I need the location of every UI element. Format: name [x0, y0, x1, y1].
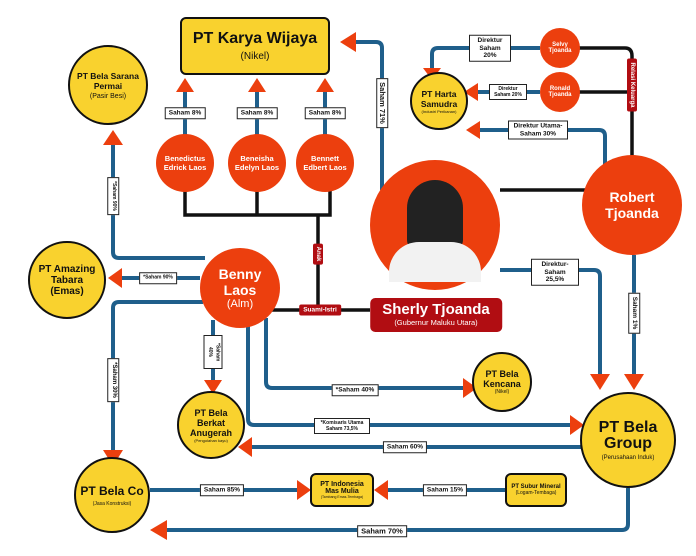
person-name: Bennett Edbert Laos: [303, 154, 347, 172]
edge-label: Saham 85%: [199, 484, 245, 496]
person-name: Selvy Tjoanda: [548, 42, 572, 54]
sherly-title: (Gubernur Maluku Utara): [394, 318, 478, 327]
edge-label: Saham 8%: [236, 107, 278, 119]
person-name: Beneisha Edelyn Laos: [234, 154, 280, 172]
person-robert: Robert Tjoanda: [582, 155, 682, 255]
relation-family-label: Relasi Keluarga: [627, 58, 637, 112]
arrow-head: [103, 130, 123, 145]
company-bela-berkat-anugerah: PT Bela Berkat Anugerah (Pengolahan kayu…: [177, 391, 245, 459]
person-benedictus: Benedictus Edrick Laos: [156, 134, 214, 192]
edge-label: *Saham 40%: [331, 384, 379, 396]
company-sector: (Pengolahan kayu): [194, 437, 228, 443]
edge-label: Saham 60%: [382, 441, 428, 453]
sherly-name: Sherly Tjoanda: [382, 301, 490, 318]
portrait-head-icon: [407, 180, 463, 250]
edge-label: Direktur- Saham 25,5%: [531, 258, 579, 286]
arrow-head: [176, 78, 194, 92]
person-note: (Alm): [226, 298, 254, 310]
edge-label: Saham 15%: [422, 484, 468, 496]
edge-label: Saham 1%: [628, 292, 640, 334]
arrow-head: [108, 268, 122, 288]
arrow-head: [374, 480, 388, 500]
arrow-head: [238, 437, 252, 457]
company-name: PT Harta Samudra: [420, 88, 458, 109]
company-amazing-tabara: PT Amazing Tabara (Emas): [28, 241, 106, 319]
arrow-head: [316, 78, 334, 92]
sherly-portrait: [370, 160, 500, 290]
company-name: PT Bela Sarana Permai: [77, 70, 139, 91]
company-bela-kencana: PT Bela Kencana (Nikel): [472, 352, 532, 412]
person-name: Robert Tjoanda: [605, 189, 659, 221]
company-name: PT Bela Group: [598, 418, 658, 452]
company-bela-sarana-permai: PT Bela Sarana Permai (Pasir Besi): [68, 45, 148, 125]
company-sector: (Tambang Emas-Tembaga): [320, 495, 364, 499]
edge-label: Saham 70%: [357, 525, 407, 537]
company-name: PT Bela Co: [80, 483, 144, 498]
company-harta-samudra: PT Harta Samudra (Industri Perikanan): [410, 72, 468, 130]
company-bela-co: PT Bela Co (Jasa Konstruksi): [74, 457, 150, 533]
company-name: PT Subur Mineral: [511, 484, 561, 490]
company-name: PT Amazing Tabara (Emas): [38, 263, 96, 297]
portrait-uniform-icon: [389, 242, 481, 282]
person-ronald: Ronald Tjoanda: [540, 72, 580, 112]
arrow-head: [150, 520, 167, 540]
arrow-head: [248, 78, 266, 92]
company-sector: (Industri Perikanan): [421, 108, 457, 114]
edge-label: *Saham 90%: [139, 272, 177, 284]
edge-label: Direktur Saham 20%: [469, 34, 511, 62]
edge-label: Saham 71%: [376, 78, 388, 128]
relation-spouse-label: Suami-Istri: [299, 304, 341, 316]
company-subur-mineral: PT Subur Mineral (Logam-Tembaga): [505, 473, 567, 507]
person-benny: Benny Laos (Alm): [200, 248, 280, 328]
person-name: Ronald Tjoanda: [548, 86, 572, 98]
company-name: PT Bela Berkat Anugerah: [189, 407, 232, 438]
company-name: PT Indonesia Mas Mulia: [320, 481, 364, 495]
arrow-head: [570, 415, 584, 435]
company-karya-wijaya: PT Karya Wijaya (Nikel): [180, 17, 330, 75]
person-selvy: Selvy Tjoanda: [540, 28, 580, 68]
family-line: [183, 185, 370, 312]
arrow-head: [340, 32, 356, 52]
person-beneisha: Beneisha Edelyn Laos: [228, 134, 286, 192]
edge-label: *Komisaris Utama Saham 73,5%: [314, 418, 370, 434]
edge-label: Direktur Utama- Saham 30%: [508, 120, 568, 140]
company-name: PT Bela Kencana: [483, 369, 521, 389]
arrow-head: [466, 121, 480, 139]
edge-label: *Saham 90%: [107, 177, 119, 215]
company-sector: (Nikel): [240, 51, 270, 62]
sherly-label: Sherly Tjoanda (Gubernur Maluku Utara): [370, 298, 502, 332]
company-indonesia-mas-mulia: PT Indonesia Mas Mulia (Tambang Emas-Tem…: [310, 473, 374, 507]
edge-label: Saham 8%: [304, 107, 346, 119]
arrowheads: [103, 32, 644, 540]
arrow-head: [463, 378, 477, 398]
arrow-head: [297, 480, 311, 500]
company-sector: (Perusahaan Induk): [601, 454, 655, 461]
relation-child-label: Anak: [313, 243, 323, 265]
person-bennett: Bennett Edbert Laos: [296, 134, 354, 192]
edge-label: *Saham 40%: [203, 335, 223, 369]
arrow-head: [464, 83, 478, 101]
edge-label: Direktur Saham 20%: [489, 84, 527, 100]
arrow-head: [624, 374, 644, 390]
edge-label: Saham 8%: [164, 107, 206, 119]
company-bela-group: PT Bela Group (Perusahaan Induk): [580, 392, 676, 488]
arrow-head: [590, 374, 610, 390]
company-sector: (Jasa Konstruksi): [92, 500, 132, 507]
person-name: Benedictus Edrick Laos: [163, 154, 207, 172]
person-name: Benny Laos: [218, 266, 262, 298]
edge-label: *Saham 30%: [107, 358, 119, 402]
arrow-head: [204, 380, 222, 394]
company-sector: (Nikel): [494, 389, 510, 395]
company-sector: (Logam-Tembaga): [515, 490, 557, 496]
family-line-tjoanda: [500, 46, 634, 192]
company-sector: (Pasir Besi): [89, 92, 127, 100]
company-name: PT Karya Wijaya: [192, 30, 318, 47]
